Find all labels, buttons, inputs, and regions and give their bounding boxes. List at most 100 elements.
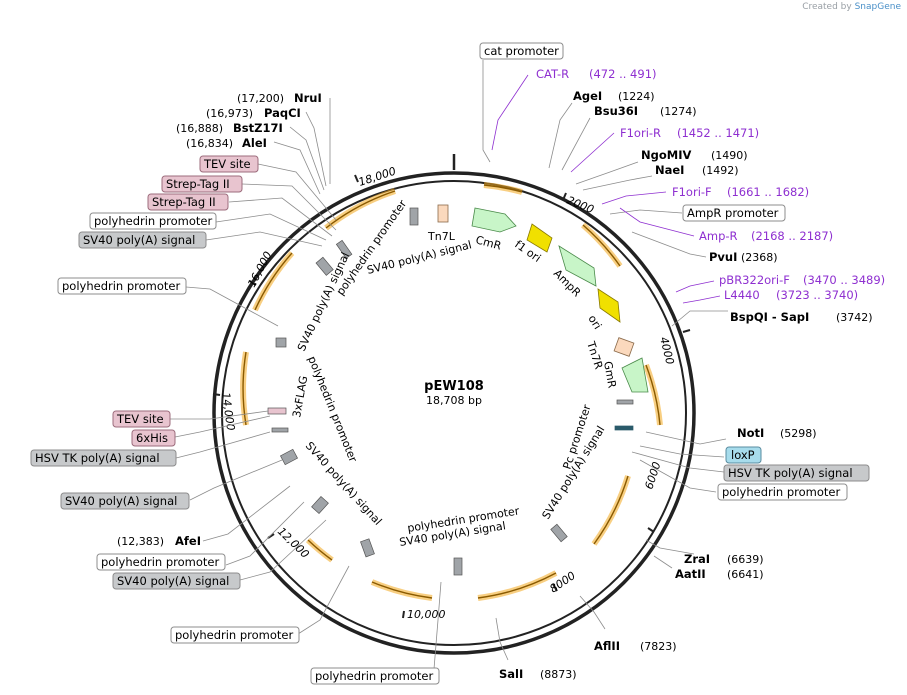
tick-label-14000: 14,000 [219, 392, 237, 432]
site-naei-name: NaeI [655, 163, 684, 177]
orf-arc-lines [242, 184, 661, 599]
tick-label-6000: 6000 [642, 460, 663, 491]
box-polyhedrin-promoter-bottom [310, 667, 440, 685]
site-afei-name: AfeI [175, 534, 201, 548]
box-sv40-polya-upper [78, 231, 207, 249]
box-6xhis-text: 6xHis [136, 431, 168, 445]
box-sv40-polya-left-text: SV40 poly(A) signal [65, 494, 177, 508]
site-afei-pos: (12,383) [117, 535, 164, 548]
site-paqci-pos: (16,973) [206, 107, 253, 120]
site-zrai-name: ZraI [684, 552, 710, 566]
inner-label-3xflag: 3xFLAG [290, 375, 310, 419]
site-sali-name: SalI [499, 667, 523, 681]
polya-box-bottom-1 [360, 538, 375, 558]
primer-labels: CAT-R (472 .. 491) F1ori-R (1452 .. 1471… [536, 67, 885, 302]
primer-cat-r-name: CAT-R [536, 67, 569, 81]
primer-pbr322ori-f-range: (3470 .. 3489) [803, 273, 885, 287]
polya-box-left-2 [275, 337, 287, 348]
ori-arrow [597, 288, 621, 323]
site-noti-name: NotI [737, 426, 764, 440]
primer-amp-r-range: (2168 .. 2187) [751, 229, 833, 243]
box-polyhedrin-promoter-left-text: polyhedrin promoter [62, 279, 181, 293]
box-tev-site-top-text: TEV site [203, 157, 251, 171]
box-strep-tag-2 [147, 193, 229, 211]
backbone-outer-ring [212, 171, 696, 655]
tick-label-10000: 10,000 [407, 608, 446, 621]
box-tev-site-top [199, 155, 259, 173]
tev-site-mark [267, 407, 287, 415]
box-cat-promoter [479, 42, 564, 60]
box-polyhedrin-promoter-left [57, 277, 187, 295]
site-aflii-pos: (7823) [640, 640, 677, 653]
box-hsv-tk-polya-left-text: HSV TK poly(A) signal [35, 451, 160, 465]
polya-box-upper-left [335, 239, 353, 259]
site-pvui-pos: (2368) [741, 251, 778, 264]
primer-f1ori-r-range: (1452 .. 1471) [677, 126, 759, 140]
polya-box-right [550, 523, 568, 543]
site-noti-pos: (5298) [780, 427, 817, 440]
box-ampr-promoter-text: AmpR promoter [687, 206, 779, 220]
box-sv40-polya-lower-left [112, 572, 241, 590]
box-cat-promoter-text: cat promoter [484, 44, 559, 58]
box-sv40-polya-lower-left-text: SV40 poly(A) signal [117, 574, 229, 588]
gmr-arrow [621, 357, 649, 393]
site-bstz17i-pos: (16,888) [176, 122, 223, 135]
snapgene-credit: Created by SnapGene [802, 2, 901, 12]
box-polyhedrin-promoter-bottom-left [170, 626, 300, 644]
polya-box-top [409, 207, 419, 226]
box-ampr-promoter [682, 204, 786, 222]
site-bsu36i-name: Bsu36I [594, 104, 638, 118]
primer-amp-r-name: Amp-R [699, 229, 738, 243]
site-agei-pos: (1224) [618, 90, 655, 103]
site-aflii-name: AflII [594, 639, 620, 653]
inner-label-gmr: GmR [601, 360, 619, 389]
box-polyhedrin-promoter-upper-text: polyhedrin promoter [94, 214, 213, 228]
site-bspqi-sapi-name: BspQI - SapI [730, 310, 809, 324]
primer-f1ori-r-name: F1ori-R [620, 126, 661, 140]
site-ngomiv-pos: (1490) [711, 149, 748, 162]
boxed-feature-labels: cat promoter AmpR promoter TEV site Stre… [30, 42, 870, 685]
ampr-arrow [558, 245, 597, 287]
site-paqci-name: PaqCI [264, 106, 301, 120]
tn7r-box [613, 337, 635, 357]
box-hsv-tk-polya-right [723, 464, 870, 482]
backbone-inner-ring [221, 180, 687, 646]
box-polyhedrin-promoter-bottom-left-text: polyhedrin promoter [175, 628, 294, 642]
site-ngomiv-name: NgoMIV [641, 148, 691, 162]
site-aatii-name: AatII [675, 567, 706, 581]
primer-cat-r-range: (472 .. 491) [589, 67, 657, 81]
primer-f1ori-f-name: F1ori-F [672, 185, 712, 199]
site-bstz17i-name: BstZ17I [233, 121, 283, 135]
primer-l4440-name: L4440 [724, 288, 760, 302]
box-6xhis [131, 429, 176, 447]
box-loxp [725, 446, 762, 464]
inner-features [267, 204, 649, 576]
polya-box-right-2 [616, 399, 634, 405]
enzyme-site-labels: NruI (17,200) PaqCI (16,973) BstZ17I (16… [117, 89, 873, 681]
site-sali-pos: (8873) [540, 668, 577, 681]
box-hsv-tk-polya-right-text: HSV TK poly(A) signal [728, 466, 853, 480]
site-bspqi-sapi-pos: (3742) [836, 311, 873, 324]
polya-box-bottom-2 [453, 557, 463, 576]
box-loxp-text: loxP [731, 448, 755, 462]
tn7l-box [437, 204, 449, 223]
site-nrui-name: NruI [294, 91, 322, 105]
box-tev-site-left [112, 410, 171, 428]
site-alei-pos: (16,834) [186, 137, 233, 150]
box-strep-tag-1-text: Strep-Tag II [166, 177, 230, 191]
box-strep-tag-1 [161, 175, 243, 193]
loxp-mark [614, 425, 634, 431]
site-alei-name: AleI [242, 136, 267, 150]
tick-label-12000: 12,000 [275, 525, 312, 561]
box-polyhedrin-promoter-right [717, 483, 848, 501]
polya-box-left-3 [279, 448, 299, 466]
primer-leader-lines [491, 74, 721, 304]
primer-pbr322ori-f-name: pBR322ori-F [719, 273, 790, 287]
polya-box-left-1 [315, 256, 334, 276]
primer-f1ori-f-range: (1661 .. 1682) [727, 185, 809, 199]
box-polyhedrin-promoter-right-text: polyhedrin promoter [722, 485, 841, 499]
box-tev-site-left-text: TEV site [116, 412, 164, 426]
box-polyhedrin-promoter-upper [89, 212, 217, 230]
plasmid-name: pEW108 [424, 379, 484, 394]
